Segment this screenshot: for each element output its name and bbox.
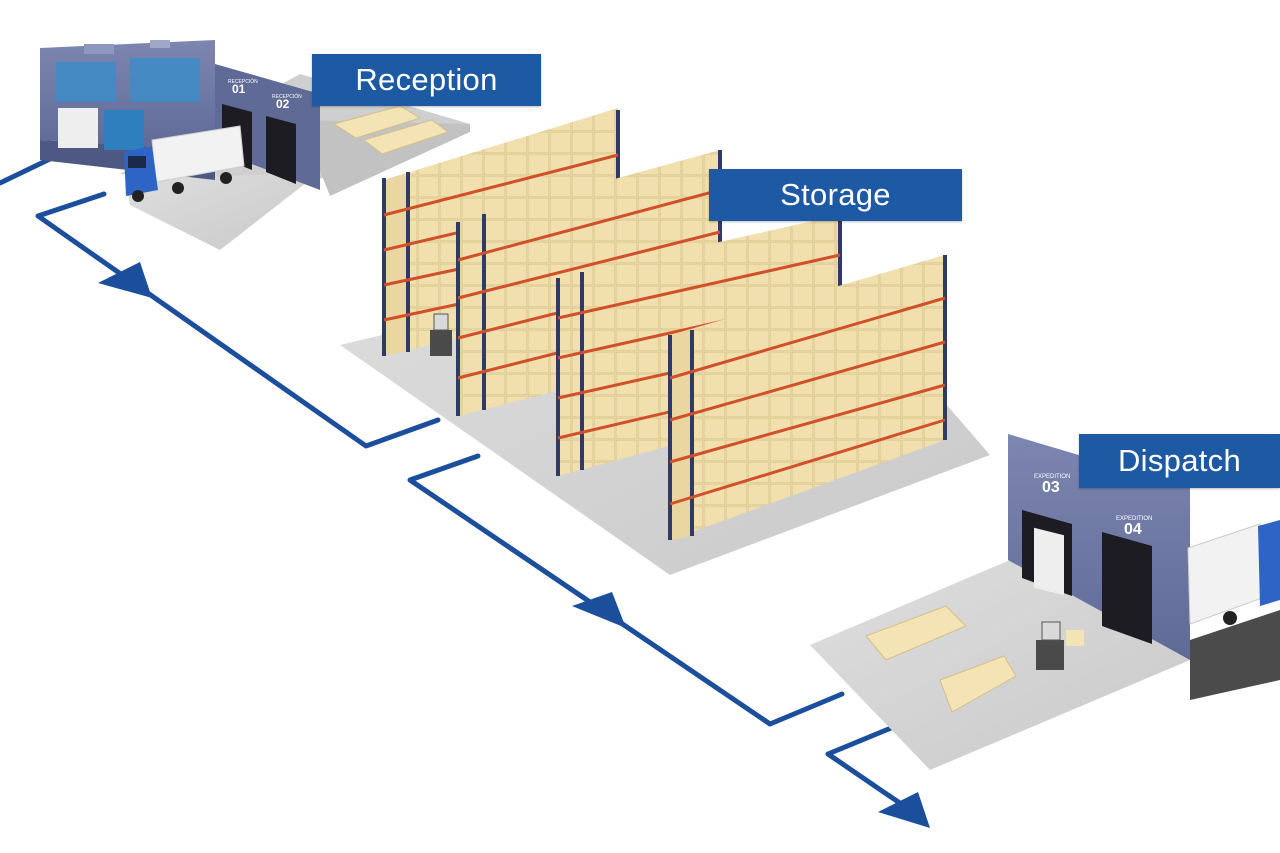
forklift bbox=[430, 313, 452, 356]
reception-dock-02-number: 02 bbox=[276, 97, 290, 111]
dispatch-dock-04-number: 04 bbox=[1124, 521, 1142, 538]
dispatch-dock-03-caption: EXPEDITION bbox=[1034, 474, 1070, 480]
rack-row bbox=[668, 255, 947, 540]
flow-arrow-icon bbox=[98, 262, 930, 828]
stage-label-dispatch: Dispatch bbox=[1079, 434, 1280, 488]
forklift bbox=[1036, 621, 1084, 670]
reception-dock-01-number: 01 bbox=[232, 82, 246, 96]
stage-label-text: Reception bbox=[355, 62, 498, 97]
stage-label-text: Storage bbox=[780, 177, 891, 212]
stage-label-storage: Storage bbox=[709, 169, 962, 221]
truck bbox=[1187, 520, 1280, 625]
stage-label-reception: Reception bbox=[312, 54, 541, 106]
reception-dock-02-caption: RECEPCIÓN bbox=[272, 93, 302, 100]
dispatch-dock-03-number: 03 bbox=[1042, 479, 1060, 496]
dispatch-area: 03 EXPEDITION 04 EXPEDITION bbox=[810, 434, 1280, 770]
truck bbox=[124, 125, 245, 202]
stage-label-text: Dispatch bbox=[1117, 443, 1241, 478]
storage-area bbox=[340, 108, 990, 575]
reception-building: 01 RECEPCIÓN 02 RECEPCIÓN bbox=[40, 40, 470, 250]
reception-dock-01-caption: RECEPCIÓN bbox=[228, 78, 258, 85]
dispatch-dock-04-caption: EXPEDITION bbox=[1116, 516, 1152, 522]
